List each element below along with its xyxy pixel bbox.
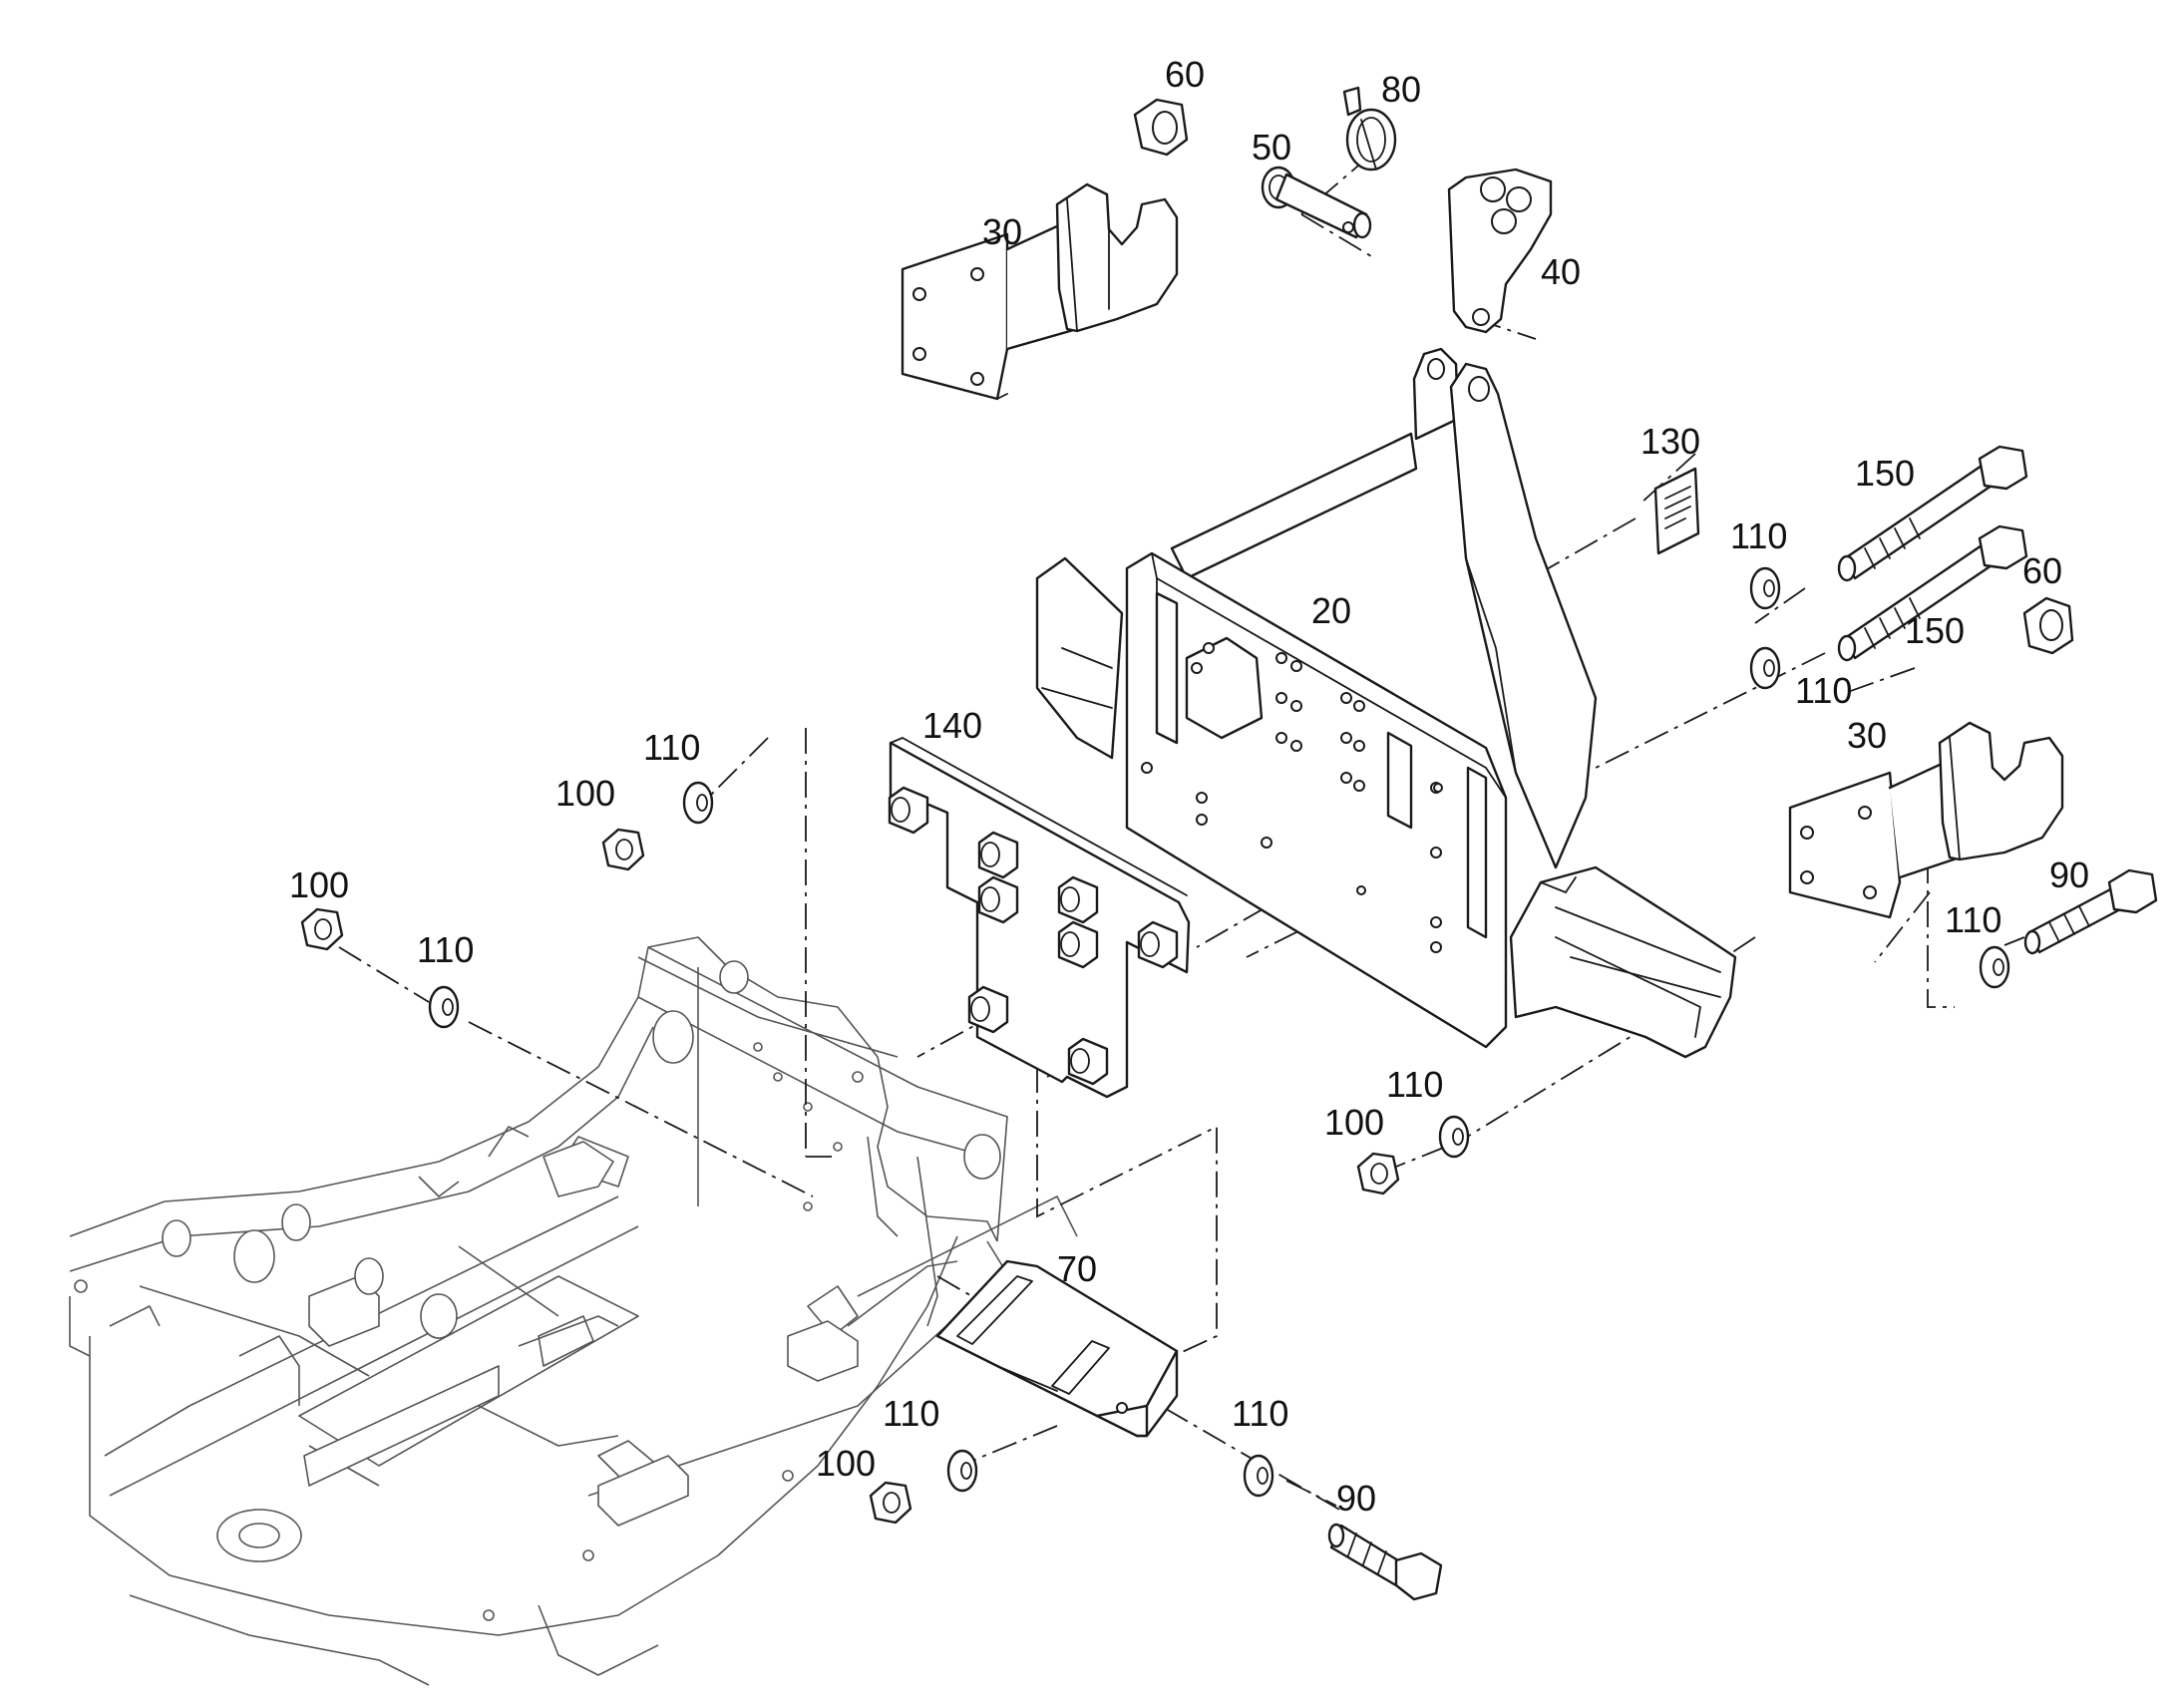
callout-30: 30 [982, 211, 1022, 252]
callout-110: 110 [1795, 670, 1852, 711]
washer-110-4 [428, 985, 460, 1029]
part-150-bolt-upper [1837, 445, 2028, 582]
callout-150: 150 [1905, 610, 1965, 651]
callout-110: 110 [643, 727, 700, 768]
part-30-right-bracket [1788, 721, 2064, 919]
part-30-left-bracket [901, 182, 1179, 401]
part-90-bolt-right [2023, 868, 2158, 955]
callout-60: 60 [2022, 550, 2062, 591]
callout-110: 110 [1232, 1393, 1288, 1434]
callout-30: 30 [1847, 715, 1887, 756]
washer-110-3 [682, 781, 714, 825]
callout-100: 100 [816, 1443, 876, 1484]
callout-100: 100 [1324, 1102, 1384, 1143]
callout-130: 130 [1640, 421, 1700, 462]
callout-110: 110 [883, 1393, 939, 1434]
part-130-label [1653, 467, 1700, 555]
part-20-main-frame [1035, 347, 1737, 1059]
callout-80: 80 [1381, 69, 1421, 110]
part-60-nut-right [2022, 596, 2074, 655]
part-150-bolt-lower [1837, 524, 2028, 662]
part-70-slotted-bracket [935, 1259, 1179, 1438]
callout-110: 110 [417, 929, 474, 970]
part-50-pin [1261, 166, 1372, 239]
washer-110-2 [1749, 646, 1781, 690]
callout-150: 150 [1855, 453, 1915, 494]
callout-90: 90 [1336, 1478, 1376, 1519]
washer-110-5 [1438, 1115, 1470, 1159]
callout-50: 50 [1252, 127, 1291, 168]
nut-100-4 [869, 1481, 912, 1525]
callout-60: 60 [1165, 54, 1205, 95]
callout-110: 110 [1945, 899, 2001, 940]
callout-70: 70 [1057, 1248, 1097, 1289]
washer-110-7 [946, 1449, 978, 1493]
part-60-nut-top [1133, 98, 1189, 157]
callout-100: 100 [555, 773, 615, 814]
washer-110-1 [1749, 566, 1781, 610]
callout-20: 20 [1311, 590, 1351, 631]
callout-40: 40 [1541, 251, 1581, 292]
callout-110: 110 [1730, 515, 1787, 556]
part-80-linch-pin [1342, 86, 1397, 171]
part-40-link-plate [1447, 168, 1553, 334]
callout-90: 90 [2049, 854, 2089, 895]
callout-110: 110 [1386, 1064, 1443, 1105]
callout-100: 100 [289, 864, 349, 905]
part-140-spacer-plate [888, 737, 1191, 1099]
washer-110-8 [1243, 1454, 1274, 1498]
callout-labels: 60 80 50 30 40 130 150 110 60 20 150 110… [289, 54, 2089, 1519]
callout-140: 140 [922, 705, 982, 746]
spacer-bushings [888, 786, 1179, 1086]
machine-frame [69, 936, 1078, 1686]
nut-100-2 [300, 907, 344, 951]
nut-100-1 [601, 828, 645, 871]
part-90-bolt-bottom [1327, 1523, 1443, 1601]
nut-100-3 [1356, 1152, 1400, 1196]
washer-110-6 [1979, 945, 2010, 989]
plate-holes [1141, 642, 1443, 953]
